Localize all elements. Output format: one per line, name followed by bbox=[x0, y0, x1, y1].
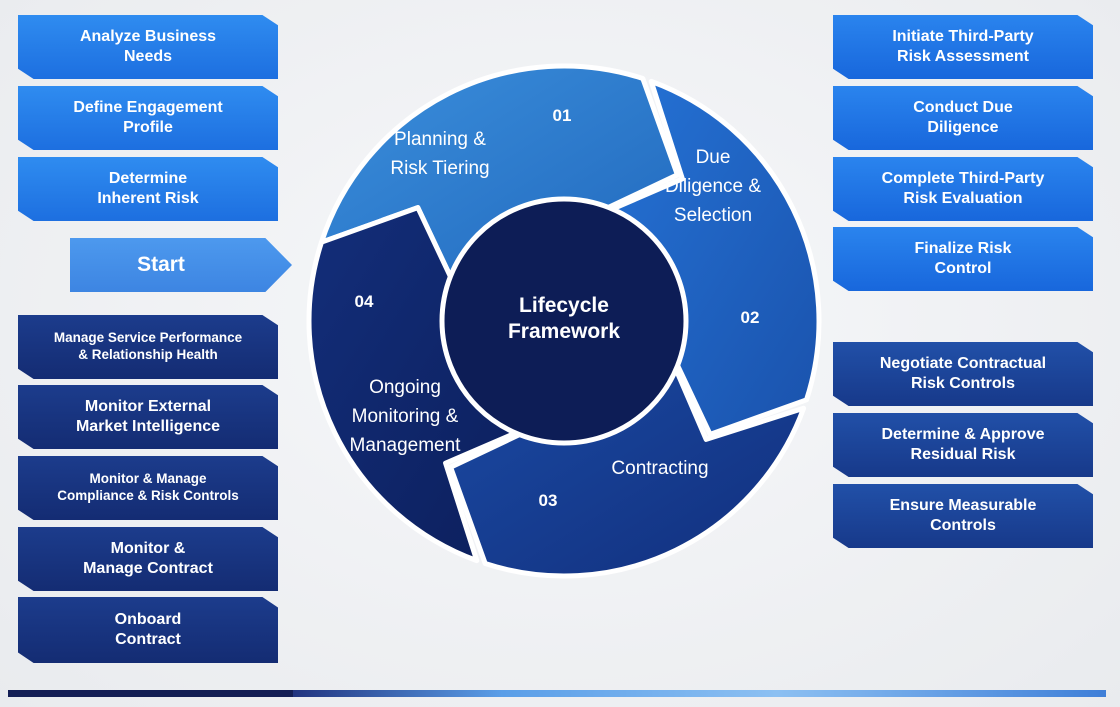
step-label: Negotiate Contractual Risk Controls bbox=[879, 355, 1047, 392]
step-monitor-manage-contract: Monitor & Manage Contract bbox=[18, 527, 278, 591]
phase-label-line: Planning & bbox=[394, 129, 486, 150]
footer-band bbox=[8, 690, 1106, 697]
step-onboard-contract: Onboard Contract bbox=[18, 597, 278, 663]
step-label: Manage Service Performance & Relationshi… bbox=[53, 330, 243, 362]
phase-label-line: Monitoring & bbox=[352, 406, 459, 427]
step-negotiate-contractual-controls: Negotiate Contractual Risk Controls bbox=[833, 342, 1093, 406]
center-circle bbox=[439, 196, 689, 446]
phase-label-line: Management bbox=[350, 435, 462, 456]
phase-label-line: Risk Tiering bbox=[390, 158, 489, 179]
phase-number-02: 02 bbox=[741, 308, 760, 327]
step-ensure-measurable-controls: Ensure Measurable Controls bbox=[833, 484, 1093, 548]
step-determine-approve-residual: Determine & Approve Residual Risk bbox=[833, 413, 1093, 477]
step-conduct-due-diligence: Conduct Due Diligence bbox=[833, 86, 1093, 150]
step-label: Monitor & Manage Compliance & Risk Contr… bbox=[57, 471, 239, 503]
step-label: Complete Third-Party Risk Evaluation bbox=[881, 170, 1045, 207]
step-monitor-external-market: Monitor External Market Intelligence bbox=[18, 385, 278, 449]
start-arrow: Start bbox=[70, 238, 292, 292]
phase-number-03: 03 bbox=[539, 491, 558, 510]
phase-label-line: Diligence & bbox=[665, 176, 761, 197]
phase-number-04: 04 bbox=[355, 292, 374, 311]
step-label: Finalize Risk Control bbox=[914, 240, 1012, 277]
step-finalize-risk-control: Finalize Risk Control bbox=[833, 227, 1093, 291]
start-label: Start bbox=[137, 253, 185, 276]
phase-label-line: Contracting bbox=[611, 458, 708, 479]
center-title-line2: Framework bbox=[508, 320, 620, 343]
step-analyze-business-needs: Analyze Business Needs bbox=[18, 15, 278, 79]
step-label: Determine & Approve Residual Risk bbox=[881, 426, 1045, 463]
step-label: Onboard Contract bbox=[114, 611, 182, 648]
step-manage-service-performance: Manage Service Performance & Relationshi… bbox=[18, 315, 278, 379]
phase-number-01: 01 bbox=[553, 106, 572, 125]
phase-label-line: Due bbox=[696, 147, 731, 168]
step-label: Monitor External Market Intelligence bbox=[75, 398, 221, 435]
step-label: Initiate Third-Party Risk Assessment bbox=[892, 28, 1034, 65]
step-label: Define Engagement Profile bbox=[73, 99, 223, 136]
step-label: Determine Inherent Risk bbox=[97, 170, 199, 207]
phase-label-line: Selection bbox=[674, 205, 752, 226]
step-determine-inherent-risk: Determine Inherent Risk bbox=[18, 157, 278, 221]
step-complete-risk-evaluation: Complete Third-Party Risk Evaluation bbox=[833, 157, 1093, 221]
step-initiate-risk-assessment: Initiate Third-Party Risk Assessment bbox=[833, 15, 1093, 79]
step-define-engagement-profile: Define Engagement Profile bbox=[18, 86, 278, 150]
step-monitor-compliance-risk: Monitor & Manage Compliance & Risk Contr… bbox=[18, 456, 278, 520]
step-label: Ensure Measurable Controls bbox=[889, 497, 1037, 534]
step-label: Analyze Business Needs bbox=[79, 28, 217, 65]
center-title-line1: Lifecycle bbox=[519, 294, 609, 317]
step-label: Monitor & Manage Contract bbox=[83, 540, 213, 577]
step-label: Conduct Due Diligence bbox=[913, 99, 1013, 136]
phase-label-line: Ongoing bbox=[369, 377, 441, 398]
